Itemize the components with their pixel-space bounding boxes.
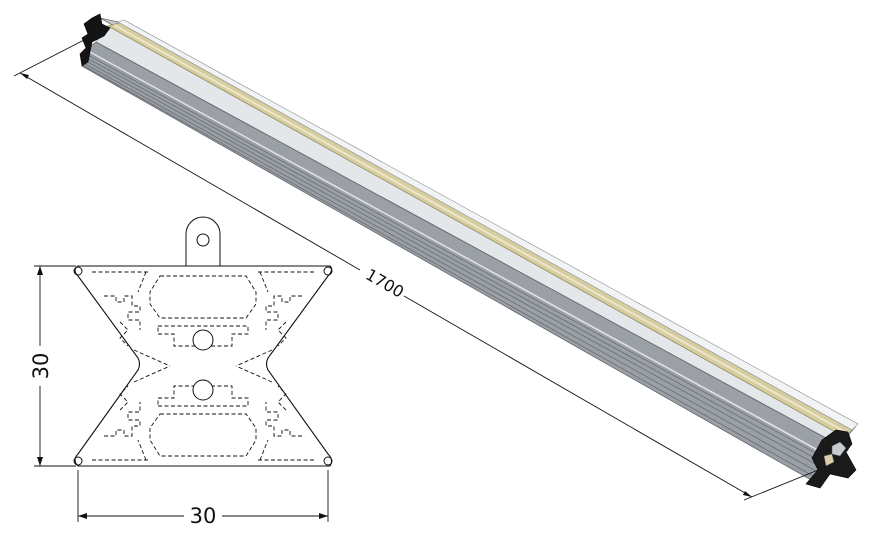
hidden-lines xyxy=(92,271,316,461)
height-dimension-label: 30 xyxy=(29,353,53,380)
length-dimension xyxy=(13,39,829,501)
mounting-tab-hole xyxy=(196,233,210,247)
center-bore-lower xyxy=(192,379,214,401)
central-core-lower xyxy=(157,385,249,407)
lower-chamber xyxy=(149,413,257,457)
length-extension-line-start xyxy=(13,39,85,77)
width-arrow-right xyxy=(319,513,328,519)
profile-outline xyxy=(74,265,333,467)
mounting-tab xyxy=(185,216,221,266)
length-extension-line-end xyxy=(743,465,829,501)
central-core-upper xyxy=(157,325,249,347)
center-bore-upper xyxy=(192,329,214,351)
bar-top-strip-right xyxy=(117,19,859,431)
length-dimension-label: 1700 xyxy=(362,265,407,302)
width-dimension xyxy=(77,470,329,522)
corner-lug-top-right xyxy=(323,266,333,276)
length-dimension-line-a xyxy=(19,72,361,271)
profile-bar-3d xyxy=(79,13,859,489)
length-arrow-end xyxy=(743,491,752,497)
width-arrow-left xyxy=(78,513,87,519)
corner-lug-bottom-right xyxy=(323,456,333,466)
cross-section xyxy=(73,216,333,467)
height-arrow-top xyxy=(37,266,43,275)
corner-lug-bottom-left xyxy=(73,456,83,466)
width-dimension-label: 30 xyxy=(190,504,217,528)
height-arrow-bottom xyxy=(37,457,43,466)
endcap-left xyxy=(79,13,111,67)
length-dimension-line-b xyxy=(403,295,753,498)
length-arrow-start xyxy=(20,73,29,79)
corner-lug-top-left xyxy=(73,266,83,276)
height-dimension xyxy=(34,265,76,467)
upper-chamber xyxy=(149,275,257,319)
